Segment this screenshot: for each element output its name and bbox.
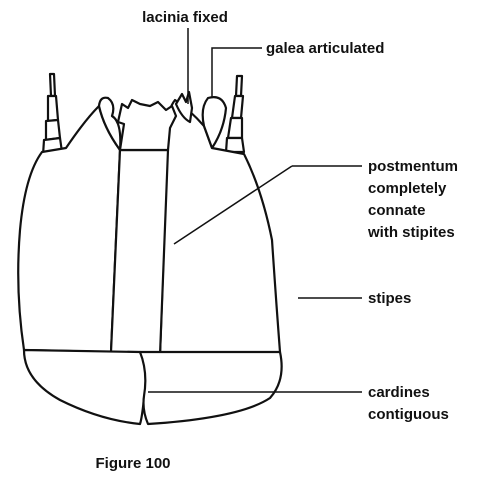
figure-caption: Figure 100 bbox=[95, 455, 170, 472]
left-palp bbox=[43, 74, 62, 155]
prementum bbox=[118, 100, 176, 150]
cardines-label-line1: cardines bbox=[368, 384, 430, 401]
postmentum-label-line4: with stipites bbox=[367, 224, 455, 241]
right-cardo bbox=[140, 352, 282, 424]
postmentum-label-line3: connate bbox=[368, 202, 426, 219]
right-stipes bbox=[160, 100, 280, 355]
head-drawing bbox=[18, 74, 281, 424]
cardines-label-line2: contiguous bbox=[368, 406, 449, 423]
postmentum-label-line1: postmentum bbox=[368, 158, 458, 175]
postmentum-label-line2: completely bbox=[368, 180, 447, 197]
postmentum bbox=[111, 150, 168, 355]
stipes-label: stipes bbox=[368, 290, 411, 307]
right-palp bbox=[226, 76, 244, 152]
left-cardo bbox=[24, 350, 146, 424]
lacinia-label: lacinia fixed bbox=[142, 9, 228, 26]
galea-label: galea articulated bbox=[266, 40, 384, 57]
left-stipes bbox=[18, 106, 120, 352]
